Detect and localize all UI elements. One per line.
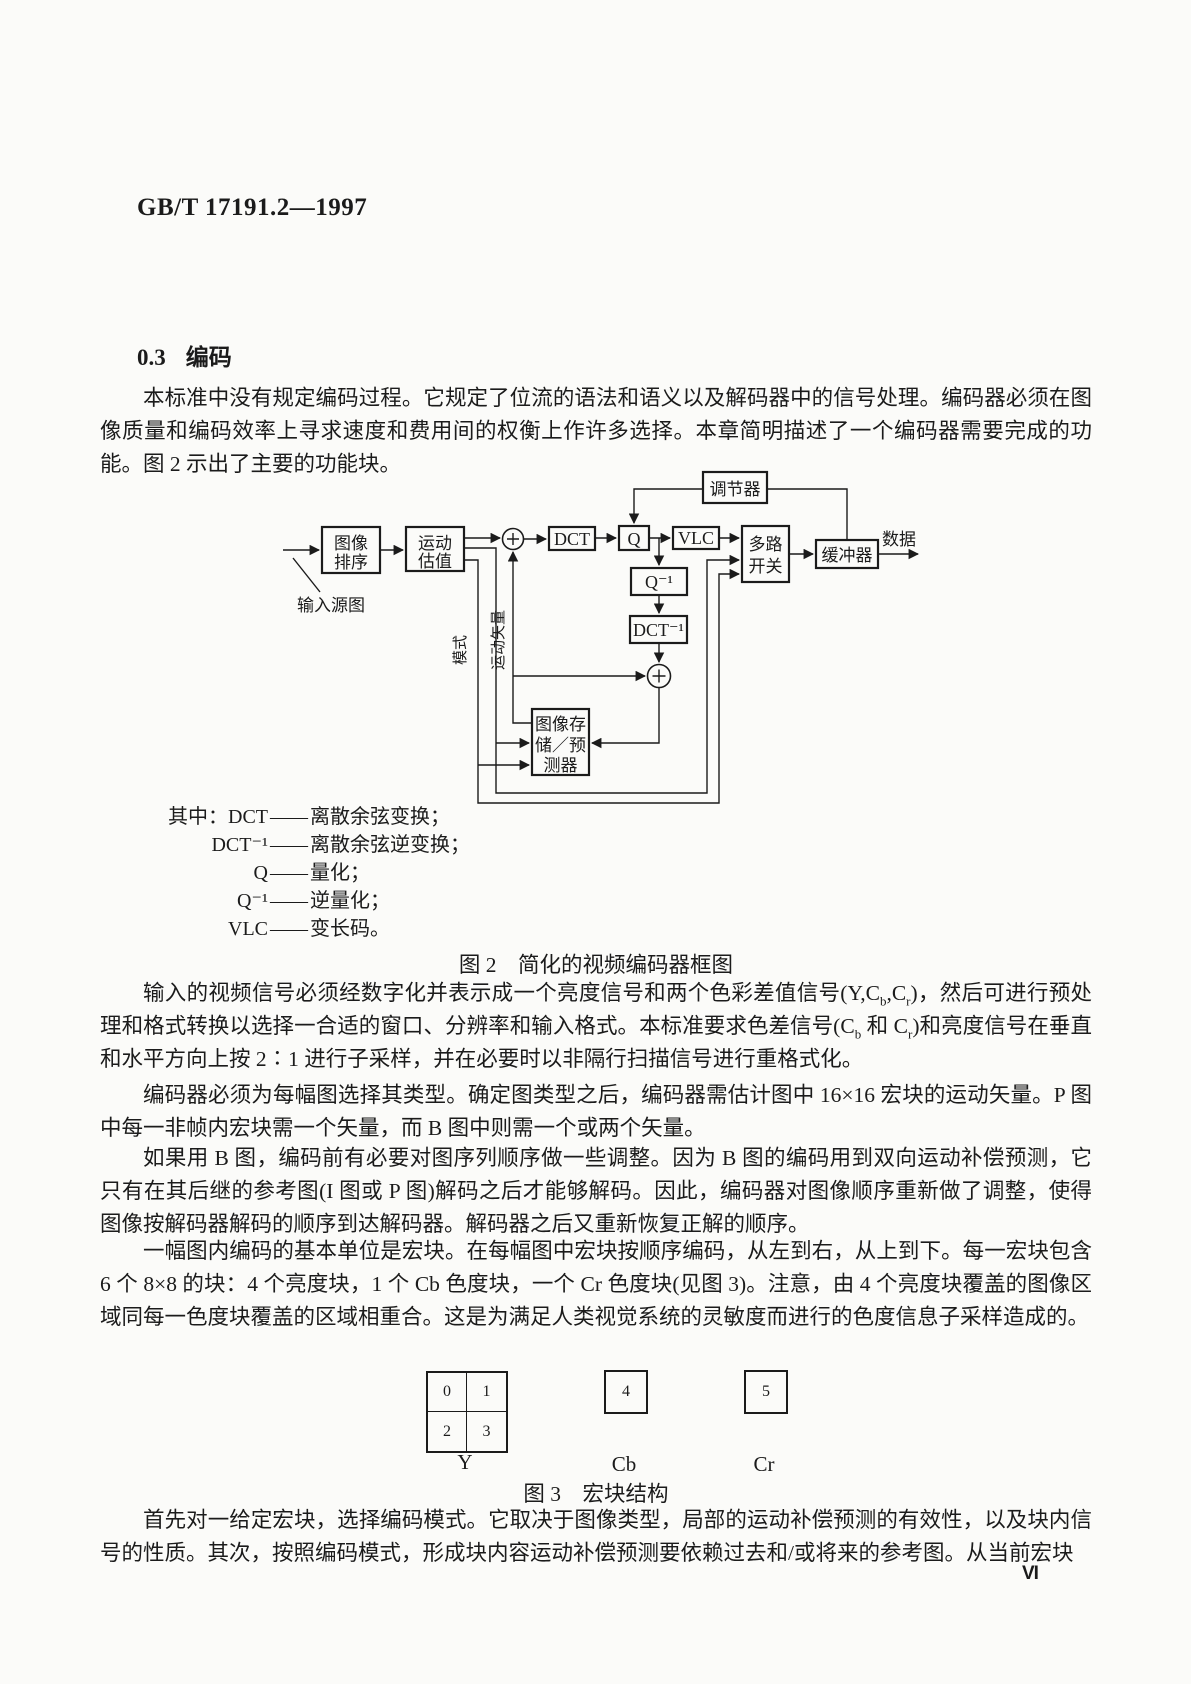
paragraph-input-signal: 输入的视频信号必须经数字化并表示成一个亮度信号和两个色彩差值信号(Y,Cb,Cr… — [100, 977, 1092, 1076]
figure3-caption: 图 3 宏块结构 — [523, 1482, 669, 1506]
diagram-labels: 图像 排序 运动 估值 DCT Q VLC 多路 开关 缓冲器 调节器 Q⁻¹ … — [297, 480, 916, 775]
mux-label-2: 开关 — [749, 557, 783, 576]
p2-seg: 和 C — [861, 1014, 908, 1038]
y-block-1: 1 — [467, 1373, 506, 1412]
paragraph-coding-mode: 首先对一给定宏块，选择编码模式。它取决于图像类型，局部的运动补偿预测的有效性，以… — [100, 1508, 1092, 1565]
p2-seg: 输入的视频信号必须经数字化并表示成一个亮度信号和两个色彩差值信号(Y,C — [143, 981, 880, 1005]
motion-estimation-box — [404, 525, 466, 573]
legend-row: Q⁻¹ —— 逆量化； — [140, 887, 470, 915]
diagram-boxes — [320, 470, 880, 777]
y-block-0: 0 — [428, 1373, 467, 1412]
p2-sub: r — [907, 1026, 913, 1042]
cb-label: Cb — [611, 1452, 637, 1476]
section-heading: 0.3 编码 — [137, 338, 232, 372]
legend-term: Q — [253, 862, 268, 884]
vlc-box — [671, 525, 721, 551]
legend-term: VLC — [228, 918, 268, 940]
store-label-1: 图像存 — [535, 715, 586, 734]
cr-block: 5 — [744, 1370, 788, 1414]
legend-prefix: 其中： — [168, 806, 228, 828]
adder2-plus-icon — [652, 669, 666, 683]
buffer-label: 缓冲器 — [822, 546, 873, 565]
legend-dash: —— — [270, 862, 308, 884]
wire-prediction-to-adder1 — [507, 550, 532, 724]
legend-row: DCT⁻¹ —— 离散余弦逆变换； — [140, 831, 470, 859]
wire-buffer-to-regulator — [767, 488, 848, 540]
motion-vector-wire-label: 运动矢量 — [490, 610, 507, 670]
figure2-legend: 其中：DCT —— 离散余弦变换； DCT⁻¹ —— 离散余弦逆变换； Q ——… — [140, 803, 470, 943]
y-block-2: 2 — [428, 1412, 467, 1451]
wire-mode-to-mux — [464, 559, 741, 804]
y-block-3: 3 — [482, 1422, 491, 1440]
input-pointer-line — [292, 557, 321, 593]
dct-label: DCT — [554, 529, 590, 549]
standard-code: GB/T 17191.2—1997 — [137, 194, 368, 221]
p2-seg: ,C — [886, 981, 907, 1005]
mux-label-1: 多路 — [749, 535, 783, 554]
regulator-label: 调节器 — [710, 480, 761, 499]
section-number: 0.3 — [137, 345, 166, 370]
legend-desc: 量化； — [310, 862, 370, 884]
legend-desc: 离散余弦变换； — [310, 806, 450, 828]
picture-reorder-box — [320, 525, 382, 575]
p2-sub: b — [879, 993, 887, 1009]
vlc-label: VLC — [678, 528, 714, 548]
legend-desc: 变长码。 — [310, 918, 390, 940]
legend-desc: 逆量化； — [310, 890, 390, 912]
cr-label: Cr — [753, 1452, 775, 1476]
quantizer-label: Q — [628, 529, 641, 549]
dct-box — [547, 525, 597, 552]
legend-row: VLC —— 变长码。 — [140, 915, 470, 943]
p2-sub: r — [906, 993, 911, 1009]
input-source-label: 输入源图 — [297, 596, 365, 615]
picture-reorder-label-1: 图像 — [334, 534, 368, 553]
p2-seg: )和亮度信号在垂直和水平方向上按 2∶1 进行子采样，并在必要时以非隔行扫描信号… — [100, 1014, 1092, 1071]
quantizer-box — [617, 524, 651, 552]
paragraph-macroblock: 一幅图内编码的基本单位是宏块。在每幅图中宏块按顺序编码，从左到右，从上到下。每一… — [100, 1239, 1092, 1329]
legend-desc: 离散余弦逆变换； — [310, 834, 470, 856]
figure2-encoder-diagram: 图像 排序 运动 估值 DCT Q VLC 多路 开关 缓冲器 调节器 Q⁻¹ … — [283, 470, 920, 804]
figure2-caption: 图 2 简化的视频编码器框图 — [458, 953, 734, 977]
cb-block: 4 — [604, 1370, 648, 1414]
y-label: Y — [457, 1450, 473, 1474]
inverse-quantizer-label: Q⁻¹ — [645, 572, 673, 592]
mode-wire-label: 模式 — [452, 635, 469, 665]
legend-dash: —— — [270, 918, 308, 940]
store-label-2: 储／预 — [535, 736, 586, 755]
legend-dash: —— — [270, 890, 308, 912]
wire-adder2-to-store — [590, 687, 660, 749]
store-label-3: 测器 — [544, 756, 578, 775]
legend-term: DCT — [228, 806, 268, 828]
page-number: VI — [1022, 1563, 1039, 1584]
legend-row: Q —— 量化； — [140, 859, 470, 887]
p2-sub: b — [854, 1026, 862, 1042]
legend-dash: —— — [270, 834, 308, 856]
regulator-box — [701, 470, 769, 505]
diagram-wires — [283, 488, 920, 804]
output-data-label: 数据 — [882, 530, 916, 549]
y-blocks-grid: 0 1 2 3 — [426, 1371, 508, 1453]
section-title: 编码 — [185, 345, 232, 370]
paragraph-b-pictures: 如果用 B 图，编码前有必要对图序列顺序做一些调整。因为 B 图的编码用到双向运… — [100, 1146, 1092, 1236]
legend-term: DCT⁻¹ — [211, 834, 268, 856]
legend-dash: —— — [270, 806, 308, 828]
inverse-dct-label: DCT⁻¹ — [633, 620, 684, 640]
mux-switch-box — [740, 524, 791, 584]
picture-store-predictor-box — [530, 707, 591, 777]
p2-seg: )，然后可进行预处理和格式转换以选择一合适的窗口、分辨率和输入格式。本标准要求色… — [100, 981, 1092, 1038]
adder1-plus-icon — [507, 533, 519, 545]
paragraph-intro: 本标准中没有规定编码过程。它规定了位流的语法和语义以及解码器中的信号处理。编码器… — [100, 386, 1092, 476]
paragraph-picture-types: 编码器必须为每幅图选择其类型。确定图类型之后，编码器需估计图中 16×16 宏块… — [100, 1083, 1092, 1140]
buffer-box — [814, 538, 880, 570]
motion-estimation-label-2: 估值 — [418, 552, 452, 571]
wire-motion-vector-to-mux — [464, 547, 741, 794]
inverse-dct-box — [628, 614, 689, 645]
legend-term: Q⁻¹ — [237, 890, 268, 912]
picture-reorder-label-2: 排序 — [334, 553, 368, 572]
motion-estimation-label-1: 运动 — [418, 534, 452, 553]
legend-row: 其中：DCT —— 离散余弦变换； — [140, 803, 470, 831]
wire-regulator-to-q — [628, 488, 703, 525]
inverse-quantizer-box — [629, 566, 689, 597]
